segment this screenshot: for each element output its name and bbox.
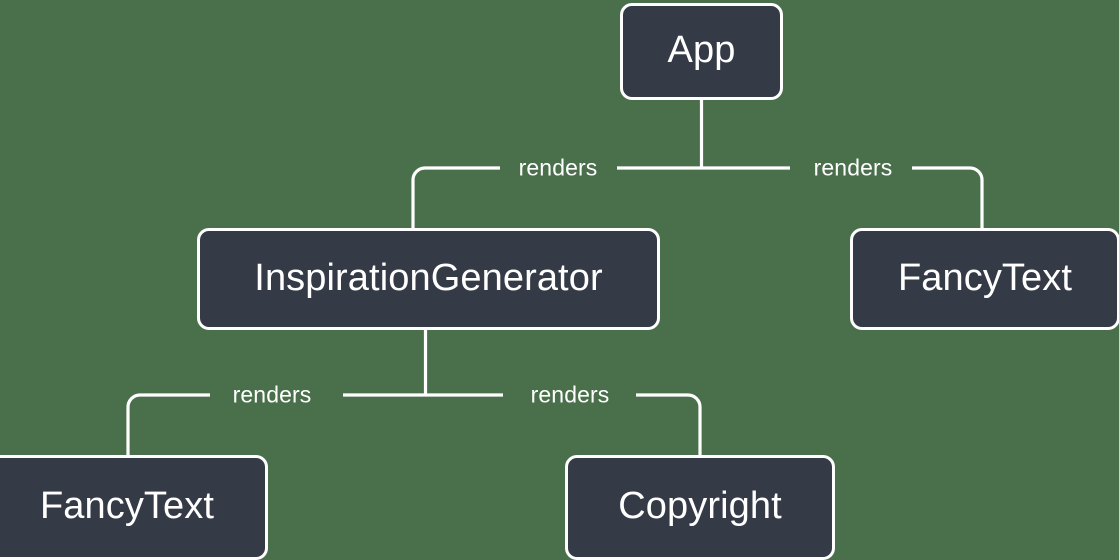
node-copyright-label: Copyright <box>618 485 782 527</box>
node-inspiration-generator[interactable]: InspirationGenerator <box>197 228 660 330</box>
edge-label-app-to-inspiration-generator: renders <box>518 154 598 181</box>
node-fancytext-bottom[interactable]: FancyText <box>0 455 268 560</box>
node-app[interactable]: App <box>620 3 783 100</box>
edge-label-inspiration-generator-to-copyright: renders <box>530 381 610 408</box>
node-inspiration-generator-label: InspirationGenerator <box>254 256 603 299</box>
node-fancytext-right[interactable]: FancyText <box>850 228 1119 330</box>
node-copyright[interactable]: Copyright <box>565 455 835 560</box>
edge-label-inspiration-generator-to-fancytext-bottom: renders <box>232 381 312 408</box>
edge-label-app-to-fancytext-right: renders <box>813 154 893 181</box>
node-fancytext-right-label: FancyText <box>897 256 1073 299</box>
node-fancytext-bottom-label: FancyText <box>39 485 215 527</box>
node-app-label: App <box>667 29 736 71</box>
